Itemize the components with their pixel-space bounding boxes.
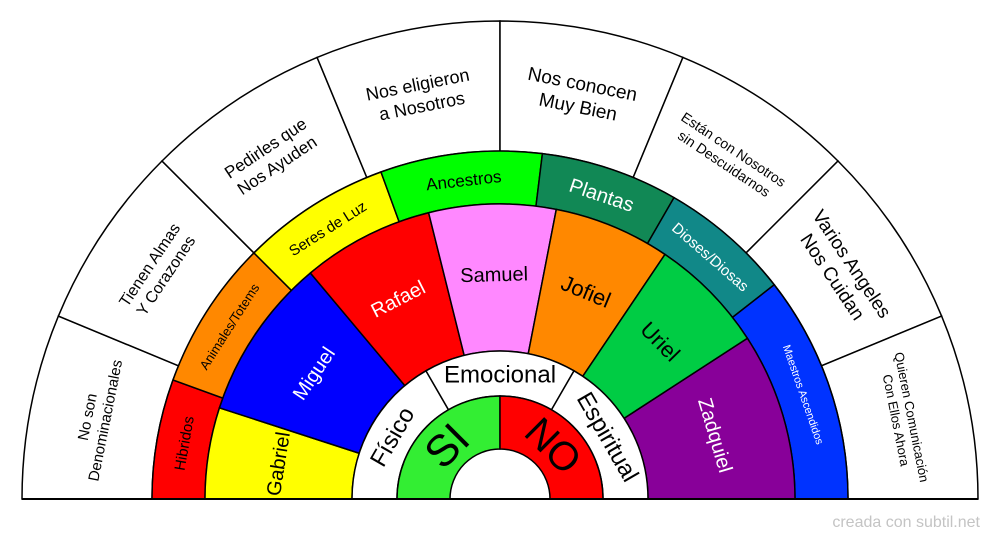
watermark: creada con subtil.net (832, 514, 980, 531)
ring2-label-3: Samuel (460, 263, 528, 287)
center-segment-1 (499, 395, 604, 500)
center-segment-0 (396, 395, 501, 500)
ring1-label-1: Emocional (444, 362, 556, 389)
